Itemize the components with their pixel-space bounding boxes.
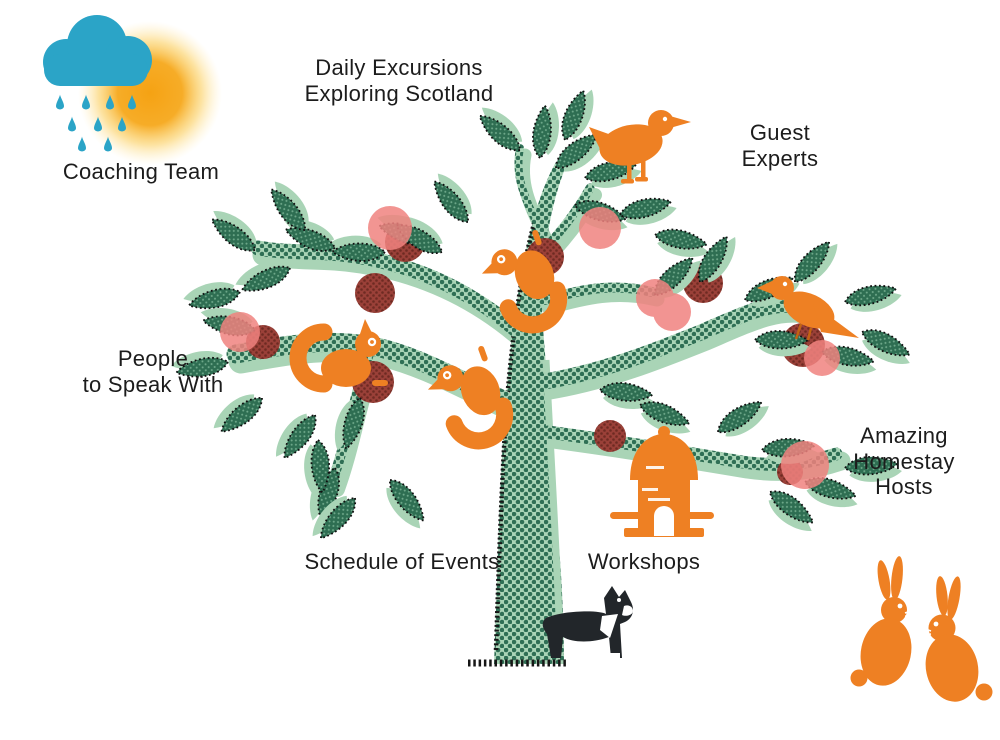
label-line: Schedule of Events — [304, 549, 500, 574]
label-line: Experts — [741, 145, 819, 171]
label-guest-experts: Guest Experts — [742, 120, 819, 171]
rain-cloud-icon — [43, 15, 152, 152]
label-line: Coaching Team — [62, 159, 220, 184]
label-people-to-speak-with: People to Speak With — [83, 346, 224, 397]
cat-icon — [542, 586, 633, 658]
label-line: Homestay — [853, 448, 955, 474]
label-line: People — [117, 346, 189, 371]
label-line: Guest — [749, 120, 811, 145]
label-workshops: Workshops — [588, 549, 700, 575]
label-daily-excursions: Daily Excursions Exploring Scotland — [305, 55, 494, 106]
label-schedule-of-events: Schedule of Events — [305, 549, 500, 575]
label-coaching-team: Coaching Team — [63, 159, 219, 185]
birdhouse-icon — [610, 426, 714, 537]
seagull-icon — [589, 110, 691, 184]
label-line: Workshops — [587, 549, 701, 574]
songbird-icon — [757, 276, 859, 341]
label-line: Hosts — [875, 474, 933, 500]
label-amazing-homestay-hosts: Amazing Homestay Hosts — [853, 423, 954, 500]
label-line: to Speak With — [82, 371, 224, 397]
rabbits-icon — [850, 556, 993, 702]
label-line: Amazing — [860, 423, 948, 448]
label-line: Exploring Scotland — [304, 80, 494, 106]
apple-icon-pink — [220, 206, 840, 489]
label-line: Daily Excursions — [315, 55, 483, 80]
